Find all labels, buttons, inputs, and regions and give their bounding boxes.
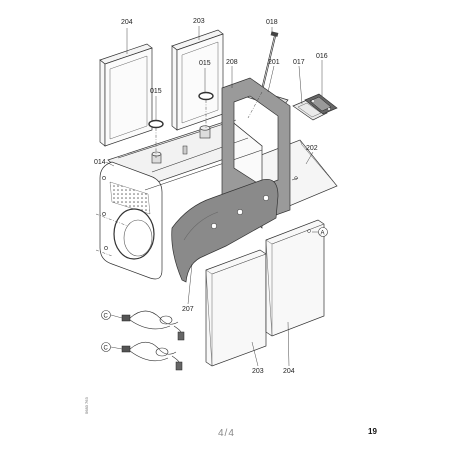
drawing-code: 5683 763 xyxy=(84,397,89,414)
label-018: 018 xyxy=(266,19,278,26)
label-014: 014 xyxy=(94,159,106,166)
label-c1: C xyxy=(104,314,109,320)
connector-016 xyxy=(304,93,338,115)
callout-circle-c2 xyxy=(101,342,111,352)
panel-204-bottom xyxy=(265,219,325,337)
ring-015-left xyxy=(148,119,164,129)
ring-015-right xyxy=(198,91,214,101)
insulation-207 xyxy=(171,179,279,283)
label-c2: C xyxy=(104,346,109,352)
page-indicator: 4/4 xyxy=(218,428,235,439)
seal-017 xyxy=(292,99,328,121)
label-207: 207 xyxy=(182,306,194,313)
panel-203-bottom xyxy=(205,249,267,367)
label-202: 202 xyxy=(306,145,318,152)
label-204-bottom: 204 xyxy=(283,368,295,375)
label-015-left: 015 xyxy=(150,88,162,95)
callout-circle-c1 xyxy=(101,310,111,320)
cable-harness-2 xyxy=(121,341,183,371)
label-203-top: 203 xyxy=(193,18,205,25)
label-017: 017 xyxy=(293,59,305,66)
cable-harness-1 xyxy=(121,310,185,341)
sheet-number: 19 xyxy=(368,427,377,436)
label-208: 208 xyxy=(226,59,238,66)
label-015-right: 015 xyxy=(199,60,211,67)
screw-018 xyxy=(261,31,279,91)
label-203-bottom: 203 xyxy=(252,368,264,375)
label-204-top: 204 xyxy=(121,19,133,26)
panel-204-top xyxy=(99,43,153,147)
callout-circle-a xyxy=(318,227,328,237)
label-016: 016 xyxy=(316,53,328,60)
label-a: A xyxy=(321,231,325,237)
assembly-axis-lines xyxy=(95,91,263,257)
panel-203-top xyxy=(171,29,224,131)
label-201: 201 xyxy=(268,59,280,66)
leader-lines xyxy=(105,26,323,367)
